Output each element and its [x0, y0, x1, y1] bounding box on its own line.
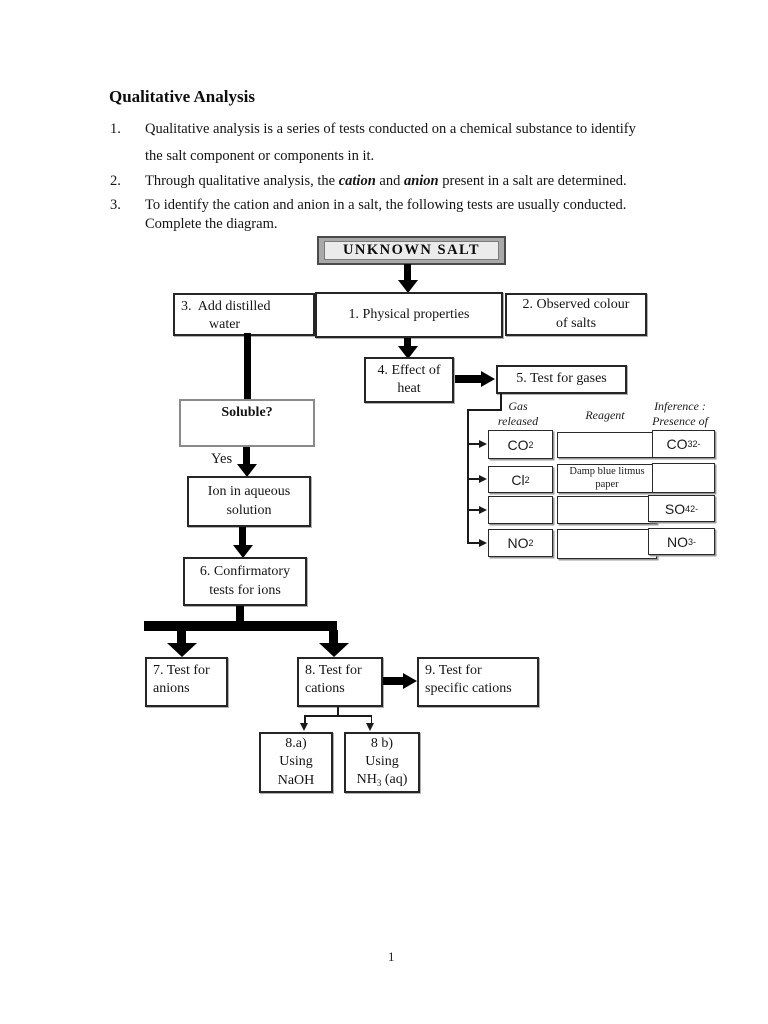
- list-item-2-text: Through qualitative analysis, the cation…: [145, 173, 627, 189]
- flow-box-observed-colour: 2. Observed colour of salts: [505, 293, 647, 336]
- flow-box-effect-of-heat: 4. Effect of heat: [364, 357, 454, 403]
- gases-connector-drop: [500, 393, 502, 410]
- emphasis-anion: anion: [403, 173, 439, 189]
- inference-cell-blank: [652, 463, 715, 493]
- arrow-to-nh3-head: [366, 723, 374, 731]
- arrow-to-anions-head: [167, 643, 197, 657]
- gas-row-2-arrowhead: [479, 474, 487, 483]
- gas-table-header-reagent: Reagent: [585, 408, 625, 422]
- flow-box-test-for-gases: 5. Test for gases: [496, 365, 627, 394]
- arrow-to-nh3-shaft: [370, 715, 372, 724]
- emphasis-cation: cation: [338, 173, 376, 189]
- list-item-3-line-2: Complete the diagram.: [145, 216, 278, 232]
- flow-box-test-specific-cations: 9. Test for specific cations: [417, 657, 539, 707]
- arrow-to-cations-head: [319, 643, 349, 657]
- gas-cell-blank: [488, 496, 553, 524]
- arrow-soluble-to-ion-head: [237, 464, 257, 477]
- page-title: Qualitative Analysis: [109, 87, 255, 106]
- split-stem: [236, 606, 244, 623]
- list-item-1-line-2: the salt component or components in it.: [145, 148, 375, 164]
- reagent-cell-4-blank: [557, 529, 657, 559]
- yes-label: Yes: [211, 451, 233, 467]
- arrow-salt-to-physical-head: [398, 280, 418, 293]
- list-item-3-line-1: To identify the cation and anion in a sa…: [145, 197, 627, 213]
- flow-box-ion-in-solution: Ion in aqueous solution: [187, 476, 311, 527]
- arrow-to-cations-shaft: [329, 630, 338, 643]
- unknown-salt-label: UNKNOWN SALT: [324, 241, 499, 260]
- gas-row-2-stub: [467, 478, 480, 480]
- arrow-cations-to-specific-head: [403, 673, 417, 689]
- gas-row-1-arrowhead: [479, 439, 487, 448]
- flow-box-soluble: Soluble?: [179, 399, 315, 447]
- gas-row-3-stub: [467, 509, 480, 511]
- cations-split-crossbar: [305, 715, 372, 717]
- gases-connector-elbow: [467, 409, 502, 411]
- arrow-soluble-to-ion-shaft: [243, 447, 250, 464]
- arrow-physical-to-heat-shaft: [404, 338, 411, 347]
- flow-box-test-cations: 8. Test for cations: [297, 657, 383, 707]
- gas-row-4-arrowhead: [479, 538, 487, 547]
- gases-connector-trunk: [467, 409, 469, 544]
- gas-table-header-gas: Gas released: [497, 399, 539, 428]
- flow-box-physical-properties: 1. Physical properties: [315, 292, 503, 338]
- arrow-to-naoh-head: [300, 723, 308, 731]
- flow-box-add-distilled-water: 3. Add distilled water: [173, 293, 315, 336]
- list-item-2-number: 2.: [110, 173, 121, 189]
- reagent-cell-3-blank: [557, 496, 657, 524]
- gas-table-header-inference: Inference : Presence of: [652, 399, 708, 428]
- unknown-salt-box: UNKNOWN SALT: [317, 236, 506, 265]
- arrow-heat-to-gases-shaft: [455, 375, 481, 383]
- page-number: 1: [388, 949, 395, 964]
- flow-box-using-nh3: 8 b) Using NH3 (aq): [344, 732, 420, 793]
- line-water-to-soluble: [244, 333, 251, 400]
- flow-box-using-naoh: 8.a) Using NaOH: [259, 732, 333, 793]
- gas-row-3-arrowhead: [479, 505, 487, 514]
- reagent-cell-1-blank: [557, 432, 657, 458]
- split-crossbar: [144, 621, 337, 631]
- arrow-heat-to-gases-head: [481, 371, 495, 387]
- arrow-cations-to-specific-shaft: [383, 677, 404, 685]
- list-item-1-line-1: Qualitative analysis is a series of test…: [145, 121, 636, 137]
- flow-box-test-anions: 7. Test for anions: [145, 657, 228, 707]
- cations-split-stem: [337, 707, 339, 716]
- gas-row-1-stub: [467, 443, 480, 445]
- arrow-physical-to-heat-head: [398, 346, 418, 359]
- list-item-1-number: 1.: [110, 121, 121, 137]
- arrow-ion-to-confirmatory-head: [233, 545, 253, 558]
- gas-row-4-stub: [467, 542, 480, 544]
- flow-box-confirmatory-tests: 6. Confirmatory tests for ions: [183, 557, 307, 606]
- list-item-3-number: 3.: [110, 197, 121, 213]
- arrow-ion-to-confirmatory-shaft: [239, 527, 246, 545]
- reagent-cell-litmus: Damp blue litmus paper: [557, 464, 657, 493]
- arrow-to-anions-shaft: [177, 630, 186, 643]
- arrow-salt-to-physical-shaft: [404, 264, 411, 280]
- arrow-to-naoh-shaft: [304, 715, 306, 724]
